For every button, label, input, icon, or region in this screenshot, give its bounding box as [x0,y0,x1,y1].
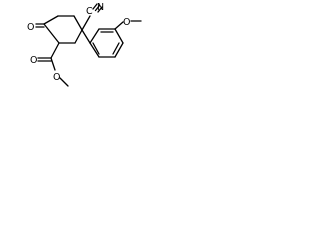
nitrile-nitrogen-label: N [97,2,104,13]
ester-ether-oxygen-label: O [53,72,60,83]
aryl-inner-bond [92,42,100,55]
aryl-inner-bond [112,42,120,55]
ketone-oxygen-label: O [27,22,34,33]
ester-carbonyl-oxygen-label: O [30,55,37,66]
ring-bond [43,15,59,25]
ring-bond [43,23,60,44]
ring-bond [74,29,83,44]
methoxy-bond [114,21,124,30]
nitrile-triple-bond [94,4,101,12]
aryl-bond [89,28,100,44]
nitrile-bond [81,15,91,31]
aryl-bond [89,42,100,58]
aryl-link-bond [81,29,91,44]
ring-bond [73,15,83,31]
methoxy-oxygen-label: O [123,17,130,28]
nitrile-triple-bond [97,6,103,13]
ester-single-bond [50,57,56,71]
methyl-bond [59,77,69,87]
aryl-bond [114,28,124,44]
nitrile-triple-bond [92,3,98,10]
chemical-structure: O C N O O O [27,2,142,87]
nitrile-carbon-label: C [86,6,93,17]
ester-bond [50,42,60,59]
aryl-bond [114,42,124,58]
